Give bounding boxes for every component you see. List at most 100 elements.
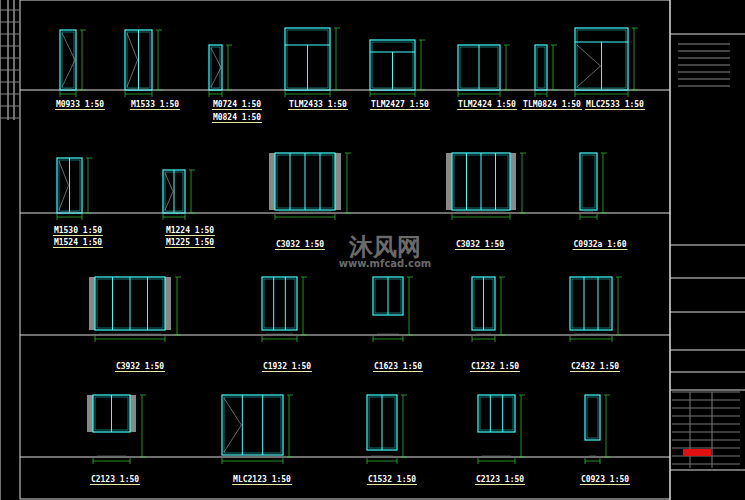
drawing-code: C0932a 1:60: [573, 240, 628, 250]
drawing-line: [670, 350, 745, 351]
drawing-line: [483, 277, 484, 330]
drawing-line: [140, 395, 146, 396]
drawing-line: [670, 312, 745, 313]
window-frame: [57, 158, 82, 213]
drawing-line: [500, 91, 501, 97]
drawing-line: [287, 395, 293, 396]
drawing-line: [147, 277, 148, 330]
drawing-line: [553, 45, 554, 90]
drawing-line: [125, 91, 126, 97]
drawing-line: [570, 339, 612, 340]
drawing-line: [678, 65, 730, 66]
drawing-line: [211, 68, 221, 88]
drawing-line: [628, 91, 629, 97]
drawing-line: [99, 334, 161, 335]
drawing-line: [374, 89, 411, 90]
window-sash: [537, 47, 545, 88]
drawing-line: [347, 153, 348, 213]
drawing-line: [407, 335, 413, 336]
drawing-line: [570, 336, 571, 342]
drawing-line: [456, 212, 506, 213]
drawing-line: [262, 339, 297, 340]
drawing-line: [275, 214, 276, 220]
drawing-code: C1932 1:50: [262, 362, 312, 372]
drawing-line: [678, 44, 730, 45]
drawing-line: [504, 45, 510, 46]
drawing-line: [499, 277, 505, 278]
drawing-line: [88, 158, 89, 213]
drawing-line: [392, 52, 393, 90]
wall-hatch: [335, 153, 341, 210]
drawing-line: [670, 245, 745, 246]
window-frame: [95, 277, 165, 330]
drawing-line: [481, 153, 482, 210]
window-sash: [264, 279, 295, 328]
window-frame: [262, 277, 297, 330]
drawing-line: [283, 458, 284, 464]
drawing-line: [519, 457, 525, 458]
drawing-line: [670, 470, 745, 471]
drawing-line: [397, 458, 398, 464]
drawing-line: [279, 212, 331, 213]
drawing-line: [224, 398, 241, 425]
drawing-line: [262, 395, 263, 455]
drawing-line: [502, 395, 503, 432]
drawing-code: C3932 1:50: [115, 362, 165, 372]
drawing-line: [601, 213, 607, 214]
drawing-line: [579, 89, 624, 90]
drawing-line: [57, 217, 82, 218]
drawing-line: [616, 277, 622, 278]
drawing-line: [421, 40, 422, 90]
drawing-line: [165, 192, 173, 211]
drawing-line: [320, 153, 321, 210]
drawing-line: [0, 118, 20, 119]
drawing-line: [521, 395, 522, 457]
drawing-code: MLC2533 1:50: [585, 100, 645, 110]
drawing-line: [678, 72, 730, 73]
wall-hatch: [165, 277, 171, 330]
drawing-line: [403, 336, 404, 342]
drawing-line: [584, 277, 585, 330]
drawing-code: C1232 1:50: [470, 362, 520, 372]
drawing-line: [156, 30, 162, 31]
drawing-line: [297, 336, 298, 342]
drawing-line: [672, 424, 740, 425]
drawing-line: [285, 277, 286, 330]
wall-hatch: [130, 395, 136, 432]
wall-hatch: [89, 277, 95, 330]
drawing-line: [305, 153, 306, 210]
drawing-code: C1532 1:50: [367, 475, 417, 485]
drawing-line: [462, 89, 496, 90]
drawing-line: [69, 158, 70, 213]
drawing-line: [266, 334, 293, 335]
drawing-line: [95, 339, 165, 340]
drawing-line: [580, 214, 581, 220]
drawing-line: [373, 336, 374, 342]
drawing-line: [76, 91, 77, 97]
drawing-line: [452, 217, 510, 218]
drawing-line: [575, 91, 576, 97]
drawing-code: TLM2427 1:50: [370, 100, 430, 110]
drawing-line: [482, 456, 511, 457]
drawing-line: [287, 457, 293, 458]
drawing-line: [495, 336, 496, 342]
drawing-line: [8, 0, 9, 120]
drawing-line: [0, 46, 20, 47]
drawing-code: M1533 1:50: [130, 100, 180, 110]
drawing-line: [618, 277, 619, 335]
drawing-line: [476, 334, 491, 335]
drawing-line: [419, 40, 425, 41]
window-frame: [370, 40, 415, 90]
drawing-line: [672, 408, 740, 409]
drawing-line: [125, 94, 152, 95]
drawing-line: [690, 392, 691, 468]
window-frame: [367, 395, 397, 450]
window-frame: [535, 45, 547, 90]
drawing-line: [603, 153, 604, 213]
drawing-code: C2432 1:50: [570, 362, 620, 372]
drawing-line: [672, 400, 740, 401]
drawing-line: [226, 90, 232, 91]
drawing-line: [335, 214, 336, 220]
drawing-line: [82, 214, 83, 220]
drawing-line: [285, 91, 286, 97]
